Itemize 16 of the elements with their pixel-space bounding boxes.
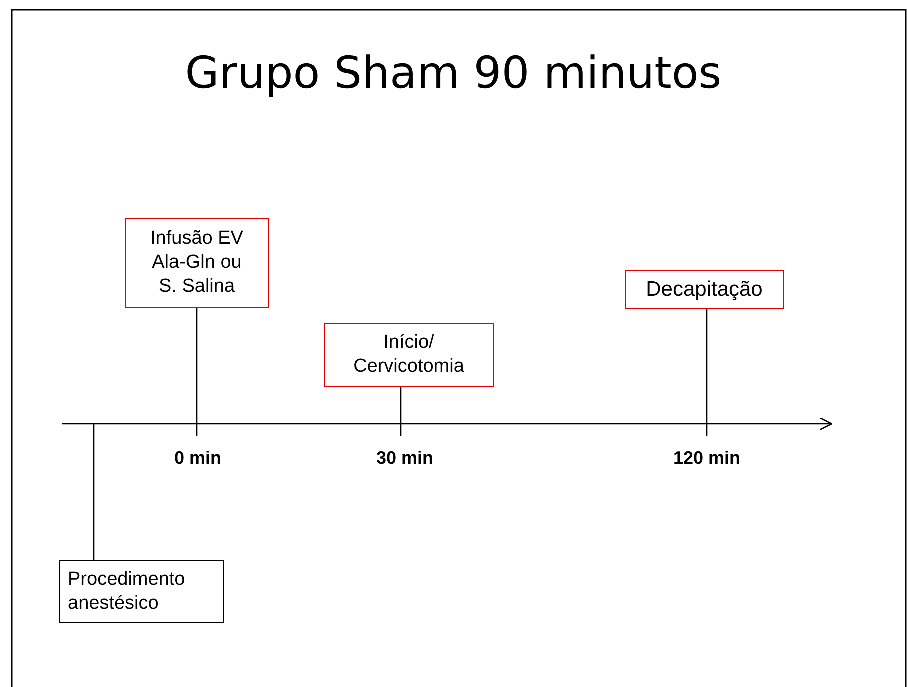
title: Grupo Sham 90 minutos (184, 48, 723, 99)
time-label: 30 min (375, 448, 435, 469)
event-box (625, 270, 784, 309)
leader-line (93, 424, 95, 560)
event-box (125, 218, 269, 308)
event-box (59, 560, 224, 623)
event-label: Infusão EV Ala-Gln ou S. Salina (150, 227, 244, 299)
leader-line (196, 308, 198, 436)
time-label: 120 min (672, 448, 742, 469)
event-label: Decapitação (645, 278, 764, 302)
event-label: Início/ Cervicotomia (352, 331, 466, 379)
event-label: Procedimento anestésico (68, 568, 186, 616)
leader-line (706, 309, 708, 436)
leader-line (400, 387, 402, 436)
event-box (324, 323, 494, 387)
time-label: 0 min (173, 448, 222, 469)
